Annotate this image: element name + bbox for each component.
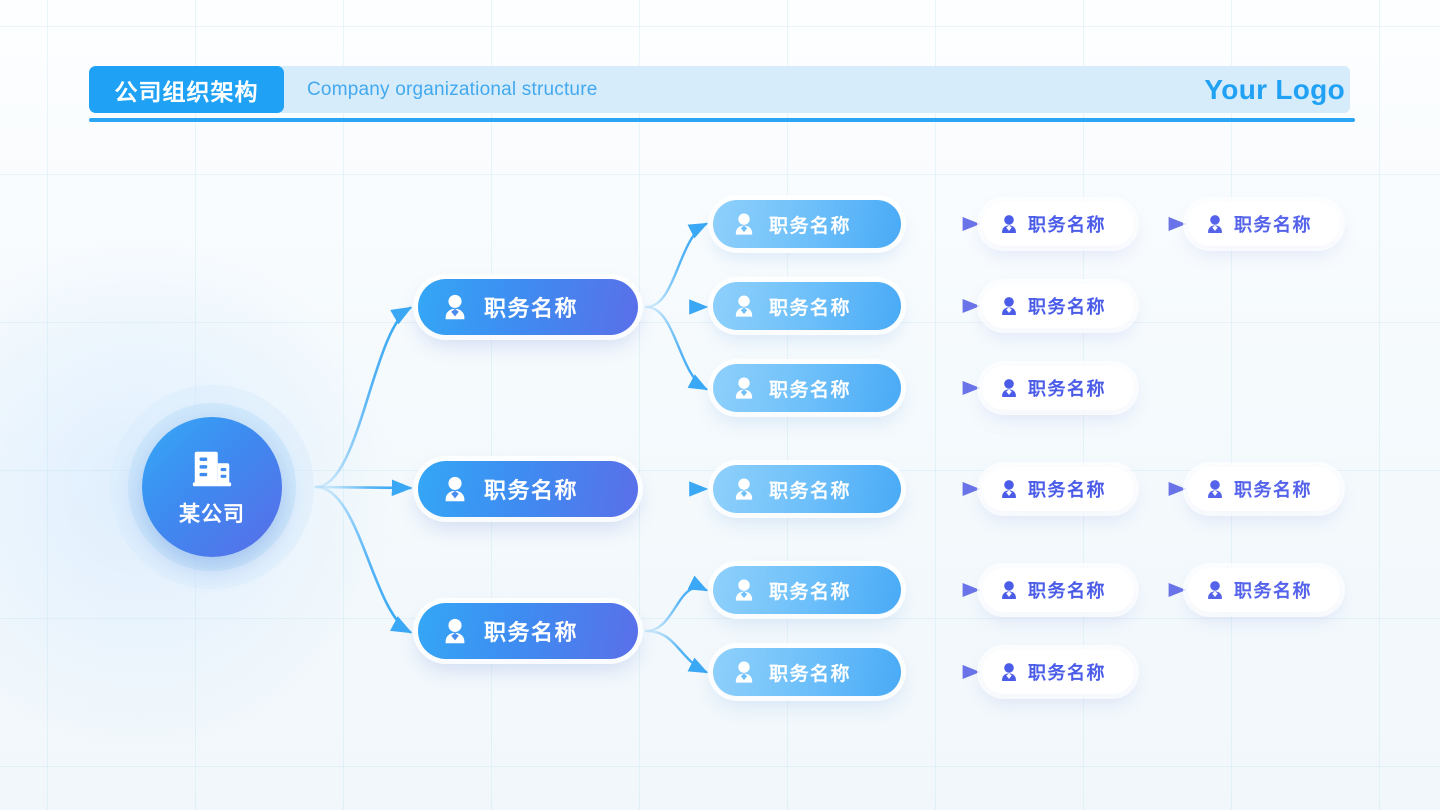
level3-label: 职务名称	[1028, 663, 1106, 683]
level2-to-level3-links	[903, 216, 981, 680]
person-icon	[998, 661, 1020, 683]
person-icon	[1204, 579, 1226, 601]
person-icon	[440, 292, 470, 322]
level2-node-row4[interactable]: 职务名称	[713, 465, 901, 513]
person-icon	[731, 577, 757, 603]
person-icon	[731, 211, 757, 237]
page-title: 公司组织架构	[89, 66, 284, 113]
person-icon	[731, 375, 757, 401]
level1-label: 职务名称	[484, 296, 579, 321]
level2-node-row3[interactable]: 职务名称	[713, 364, 901, 412]
person-icon	[998, 213, 1020, 235]
level3-node-row1[interactable]: 职务名称	[982, 202, 1134, 246]
level3-label: 职务名称	[1028, 379, 1106, 399]
level3-node-row4[interactable]: 职务名称	[982, 467, 1134, 511]
header-divider	[89, 118, 1355, 122]
link-root-branch2	[314, 479, 413, 497]
level2-node-row2[interactable]: 职务名称	[713, 282, 901, 330]
link-b3-c2	[644, 629, 709, 674]
person-icon	[731, 476, 757, 502]
level2-node-row1[interactable]: 职务名称	[713, 200, 901, 248]
level1-node-branch1[interactable]: 职务名称	[418, 279, 638, 335]
level3-node-row6[interactable]: 职务名称	[982, 650, 1134, 694]
level3-to-level4-links	[1132, 216, 1187, 598]
level2-label: 职务名称	[769, 215, 852, 237]
person-icon	[998, 579, 1020, 601]
level2-label: 职务名称	[769, 480, 852, 502]
building-icon	[189, 446, 235, 492]
page-subtitle: Company organizational structure	[307, 78, 598, 100]
link-b1-c1	[644, 222, 709, 309]
person-icon	[1204, 213, 1226, 235]
link-root-branch1	[314, 306, 413, 489]
person-icon	[998, 295, 1020, 317]
level4-node-row1[interactable]: 职务名称	[1188, 202, 1340, 246]
level2-label: 职务名称	[769, 379, 852, 401]
person-icon	[440, 616, 470, 646]
person-icon	[998, 478, 1020, 500]
level3-label: 职务名称	[1028, 297, 1106, 317]
level2-label: 职务名称	[769, 581, 852, 603]
level2-label: 职务名称	[769, 297, 852, 319]
link-b3-c1	[644, 575, 709, 633]
level3-node-row3[interactable]: 职务名称	[982, 366, 1134, 410]
root-node-company[interactable]: 某公司	[110, 385, 314, 589]
person-icon	[1204, 478, 1226, 500]
person-icon	[731, 293, 757, 319]
logo-text: Your Logo	[1204, 73, 1345, 105]
person-icon	[998, 377, 1020, 399]
level3-label: 职务名称	[1028, 581, 1106, 601]
person-icon	[731, 659, 757, 685]
level2-node-row5[interactable]: 职务名称	[713, 566, 901, 614]
root-core[interactable]: 某公司	[142, 417, 282, 557]
level4-label: 职务名称	[1234, 215, 1312, 235]
root-label: 某公司	[179, 503, 245, 526]
level2-node-row6[interactable]: 职务名称	[713, 648, 901, 696]
person-icon	[440, 474, 470, 504]
level2-label: 职务名称	[769, 663, 852, 685]
level1-label: 职务名称	[484, 620, 579, 645]
level4-node-row4[interactable]: 职务名称	[1188, 467, 1340, 511]
level1-node-branch2[interactable]: 职务名称	[418, 461, 638, 517]
level3-node-row2[interactable]: 职务名称	[982, 284, 1134, 328]
level4-label: 职务名称	[1234, 581, 1312, 601]
level3-node-row5[interactable]: 职务名称	[982, 568, 1134, 612]
link-root-branch3	[314, 485, 413, 634]
link-b1-c3	[644, 305, 709, 391]
level3-label: 职务名称	[1028, 480, 1106, 500]
header-bar-background	[89, 66, 1350, 113]
slide-header: 公司组织架构 Company organizational structure …	[89, 66, 1355, 122]
level4-node-row5[interactable]: 职务名称	[1188, 568, 1340, 612]
root-to-level1-links	[314, 306, 413, 634]
level1-node-branch3[interactable]: 职务名称	[418, 603, 638, 659]
level3-label: 职务名称	[1028, 215, 1106, 235]
level4-label: 职务名称	[1234, 480, 1312, 500]
level1-label: 职务名称	[484, 478, 579, 503]
level1-to-level2-links	[644, 222, 709, 674]
